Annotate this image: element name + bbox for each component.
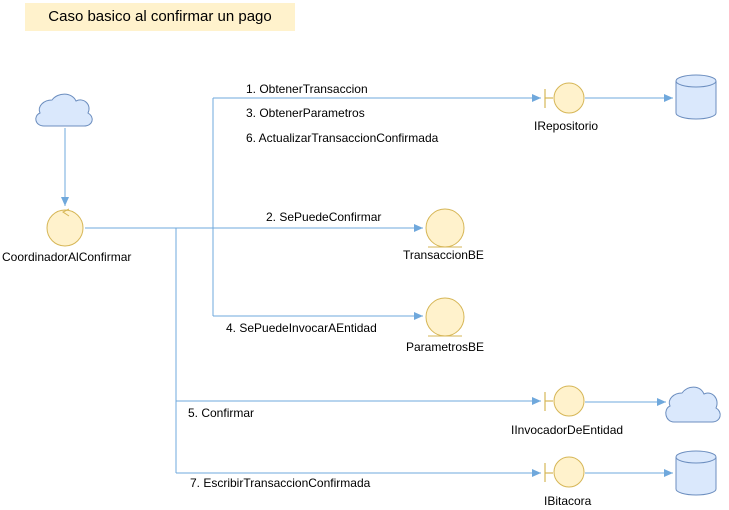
message-label-5: 5. Confirmar <box>188 406 255 420</box>
title-box <box>25 3 295 31</box>
cloud-icon-entidad <box>665 386 721 423</box>
node-label-parametros-be: ParametrosBE <box>406 340 485 354</box>
boundary-icon-bitacora <box>544 456 585 488</box>
control-icon-coordinador <box>46 208 84 247</box>
cloud-icon-actor <box>35 93 93 127</box>
entity-icon-parametros-be <box>425 297 465 337</box>
message-label-2: 2. SePuedeConfirmar <box>266 210 382 224</box>
node-label-repositorio: IRepositorio <box>534 119 599 133</box>
message-label-1: 1. ObtenerTransaccion <box>246 82 368 96</box>
database-icon-bitacora <box>675 450 717 496</box>
node-label-coordinador: CoordinadorAlConfirmar <box>2 250 132 264</box>
message-label-7: 7. EscribirTransaccionConfirmada <box>190 476 371 490</box>
node-label-invocador: IInvocadorDeEntidad <box>511 423 624 437</box>
node-label-transaccion-be: TransaccionBE <box>403 248 484 262</box>
message-label-3: 3. ObtenerParametros <box>246 106 365 120</box>
boundary-icon-invocador <box>544 385 585 417</box>
message-label-4: 4. SePuedeInvocarAEntidad <box>226 321 377 335</box>
node-label-bitacora: IBitacora <box>544 494 592 508</box>
message-label-6: 6. ActualizarTransaccionConfirmada <box>246 131 439 145</box>
diagram-title: Caso basico al confirmar un pago <box>48 8 272 25</box>
entity-icon-transaccion-be <box>425 208 465 248</box>
boundary-icon-repositorio <box>544 82 585 114</box>
database-icon-repositorio <box>675 74 717 120</box>
